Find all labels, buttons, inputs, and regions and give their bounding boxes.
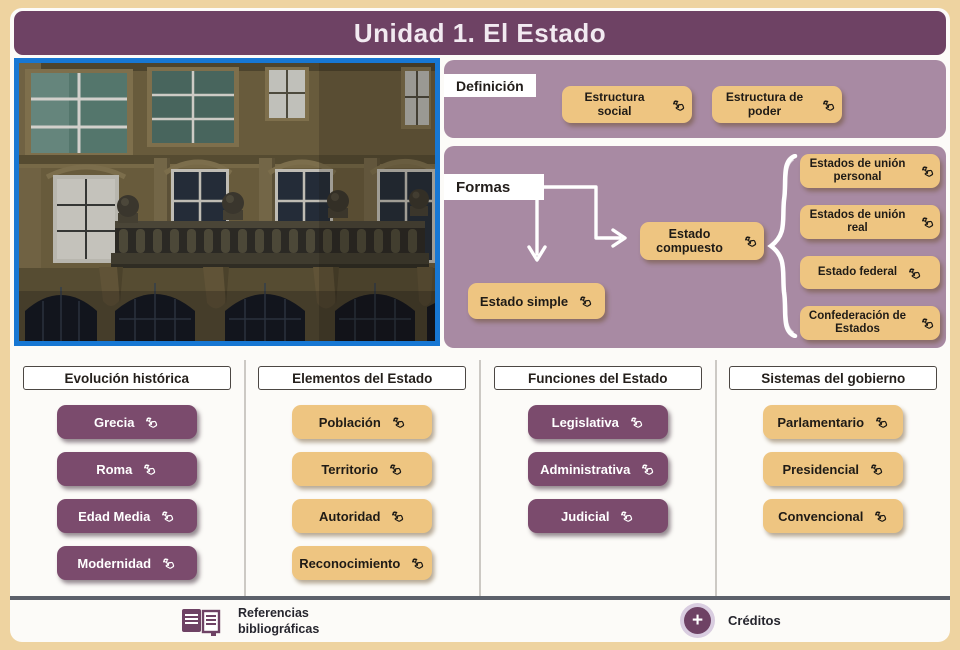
references-link[interactable]: Referencias bibliográficas [180, 606, 350, 638]
estados-de-union-real-button[interactable]: Estados de unión real [800, 205, 940, 240]
button-label: Administrativa [540, 461, 631, 477]
plus-icon: + [684, 607, 711, 634]
click-hand-icon [921, 166, 934, 178]
definicion-buttons: Estructura social Estructura de poder [562, 86, 842, 123]
edad-media-button[interactable]: Edad Media [56, 499, 197, 533]
administrativa-button[interactable]: Administrativa [527, 452, 668, 486]
button-label: Legislativa [551, 414, 619, 430]
button-label: Estado simple [479, 293, 569, 309]
convencional-button[interactable]: Convencional [763, 499, 904, 533]
button-label: Judicial [561, 508, 610, 524]
presidencial-button[interactable]: Presidencial [763, 452, 904, 486]
click-hand-icon [392, 417, 404, 428]
estructura-social-button[interactable]: Estructura social [562, 86, 692, 123]
estado-federal-button[interactable]: Estado federal [800, 256, 940, 289]
button-label: Edad Media [78, 508, 151, 524]
click-hand-icon [621, 511, 633, 522]
button-label: Estado federal [817, 265, 898, 278]
parlamentario-button[interactable]: Parlamentario [763, 405, 904, 439]
click-hand-icon [392, 511, 404, 522]
estructura-de-poder-button[interactable]: Estructura de poder [712, 86, 842, 123]
confederacion-de-estados-button[interactable]: Confederación de Estados [800, 305, 940, 340]
curly-brace [767, 154, 798, 338]
modernidad-button[interactable]: Modernidad [56, 546, 197, 580]
click-hand-icon [876, 417, 888, 428]
click-hand-icon [163, 558, 175, 569]
building-facade-illustration [19, 63, 435, 341]
estado-simple-button[interactable]: Estado simple [468, 283, 605, 319]
click-hand-icon [875, 511, 887, 522]
territorio-button[interactable]: Territorio [292, 452, 433, 486]
column-header: Funciones del Estado [493, 366, 702, 390]
legislativa-button[interactable]: Legislativa [527, 405, 668, 439]
button-label: Parlamentario [777, 414, 865, 430]
balcony [111, 189, 429, 268]
button-label: Autoridad [319, 508, 381, 524]
column-header: Evolución histórica [22, 366, 231, 390]
button-label: Estructura social [584, 90, 645, 118]
click-hand-icon [412, 558, 424, 569]
title-bar: Unidad 1. El Estado [14, 11, 946, 55]
canvas: Unidad 1. El Estado [10, 8, 950, 642]
credits-link[interactable]: + Créditos [684, 607, 781, 634]
click-hand-icon [744, 236, 757, 247]
click-hand-icon [642, 464, 654, 475]
roma-button[interactable]: Roma [56, 452, 197, 486]
click-hand-icon [630, 417, 642, 428]
button-label: Modernidad [77, 555, 152, 571]
button-label: Presidencial [782, 461, 860, 477]
click-hand-icon [580, 296, 592, 307]
click-hand-icon [146, 417, 158, 428]
formas-panel: Formas Estado simple Estado compuesto Es… [444, 146, 946, 348]
corbels [99, 267, 433, 309]
click-hand-icon [909, 267, 921, 279]
estados-de-union-personal-button[interactable]: Estados de unión personal [800, 154, 940, 189]
reconocimiento-button[interactable]: Reconocimiento [292, 546, 433, 580]
click-hand-icon [390, 464, 402, 475]
formas-label: Formas [444, 174, 544, 200]
references-label: Referencias bibliográficas [238, 606, 320, 636]
click-hand-icon [672, 99, 685, 111]
click-hand-icon [144, 464, 156, 475]
column-header: Elementos del Estado [258, 366, 467, 390]
button-label: Estados de unión real [809, 209, 906, 235]
definicion-panel: Definición Estructura social Estructura d… [444, 60, 946, 138]
click-hand-icon [822, 99, 835, 111]
click-hand-icon [162, 511, 174, 522]
credits-label: Créditos [728, 613, 781, 628]
estado-compuesto-button[interactable]: Estado compuesto [640, 222, 764, 260]
button-label: Territorio [321, 461, 379, 477]
grecia-button[interactable]: Grecia [56, 405, 197, 439]
footer: Referencias bibliográficas + Créditos [10, 600, 950, 642]
upper-windows [25, 67, 431, 157]
button-label: Reconocimiento [299, 555, 401, 571]
button-label: Convencional [778, 508, 864, 524]
click-hand-icon [871, 464, 883, 475]
book-icon [182, 609, 221, 636]
poblacion-button[interactable]: Población [292, 405, 433, 439]
button-label: Grecia [94, 414, 135, 430]
button-label: Roma [96, 461, 133, 477]
button-label: Confederación de Estados [808, 309, 907, 335]
button-label: Estructura de poder [725, 90, 804, 118]
button-label: Estado compuesto [656, 227, 723, 255]
click-hand-icon [921, 318, 934, 329]
definicion-label: Definición [444, 74, 536, 97]
column-header: Sistemas del gobierno [729, 366, 938, 390]
button-label: Estados de unión personal [809, 158, 906, 184]
building-photo [14, 58, 440, 346]
judicial-button[interactable]: Judicial [527, 499, 668, 533]
footer-divider [10, 596, 950, 600]
click-hand-icon [921, 217, 934, 229]
page-title: Unidad 1. El Estado [353, 17, 607, 48]
arched-windows [25, 283, 435, 341]
button-label: Población [318, 414, 381, 430]
autoridad-button[interactable]: Autoridad [292, 499, 433, 533]
